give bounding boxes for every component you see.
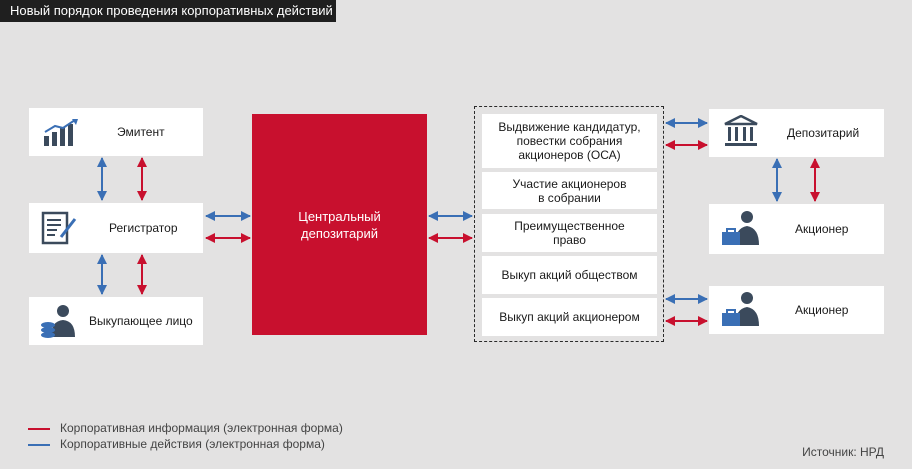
action-item: Преимущественное право [482,214,657,252]
document-sign-icon [41,211,79,248]
diagram-title: Новый порядок проведения корпоративных д… [0,0,336,22]
shareholder-2-label: Акционер [795,303,849,317]
source-note: Источник: НРД [802,445,884,459]
legend-actions-label: Корпоративные действия (электронная форм… [60,437,325,451]
node-shareholder-1: Акционер [709,204,884,254]
node-buyer: Выкупающее лицо [29,297,203,345]
buyer-label: Выкупающее лицо [89,314,193,328]
bank-building-icon [723,114,759,152]
action-item: Выдвижение кандидатур, повестки собрания… [482,114,657,168]
action-item: Выкуп акций акционером [482,298,657,336]
legend-info-swatch [28,428,50,430]
action-item: Выкуп акций обществом [482,256,657,294]
registrator-label: Регистратор [109,221,178,235]
emitent-label: Эмитент [117,125,165,139]
node-registrator: Регистратор [29,203,203,253]
legend-actions-swatch [28,444,50,446]
action-item: Участие акционеров в собрании [482,172,657,209]
person-briefcase-icon [721,291,761,330]
legend-info-label: Корпоративная информация (электронная фо… [60,421,343,435]
shareholder-1-label: Акционер [795,222,849,236]
node-emitent: Эмитент [29,108,203,156]
node-central-depository: Центральный депозитарий [252,114,427,335]
node-shareholder-2: Акционер [709,286,884,334]
corporate-actions-group [474,106,664,342]
person-briefcase-icon [721,210,761,249]
depository-label: Депозитарий [787,126,860,140]
node-depository: Депозитарий [709,109,884,157]
growth-chart-icon [43,118,79,149]
person-coins-icon [39,303,77,342]
